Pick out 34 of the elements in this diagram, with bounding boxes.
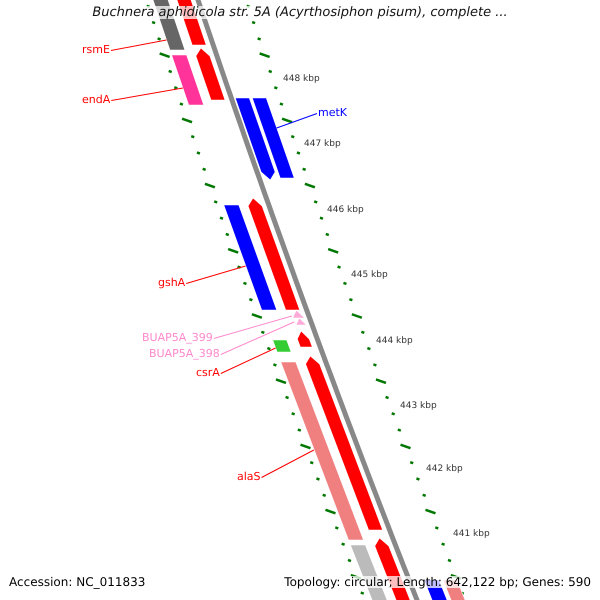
scale-label: 443 kbp — [400, 402, 437, 411]
gene-block — [223, 204, 278, 310]
scale-label: 441 kbp — [453, 530, 490, 539]
scale-label: 447 kbp — [304, 140, 341, 149]
leader-line — [276, 113, 318, 128]
gene-label: metK — [318, 107, 348, 118]
gene-block — [171, 54, 204, 106]
gene-label: alaS — [237, 471, 261, 482]
leader-line — [186, 266, 246, 284]
gene-label: BUAP5A_399 — [142, 332, 213, 343]
leader-line — [213, 316, 292, 339]
scale-label: 446 kbp — [327, 206, 364, 215]
gene-block — [280, 362, 364, 540]
accession-text: Accession: NC_011833 — [9, 576, 146, 588]
leader-line — [220, 322, 295, 355]
gene-block — [272, 340, 292, 352]
scale-label: 448 kbp — [283, 75, 320, 84]
scale-label: 442 kbp — [426, 465, 463, 474]
scale-label: 444 kbp — [376, 337, 413, 346]
gene-label: csrA — [196, 367, 220, 378]
scale-label: 445 kbp — [351, 271, 388, 280]
title: Buchnera aphidicola str. 5A (Acyrthosiphon pisum), complete ... — [92, 6, 508, 19]
gene-block — [252, 98, 295, 178]
gene-block — [292, 310, 305, 318]
gene-label: gshA — [158, 277, 186, 288]
gene-label: endA — [82, 94, 110, 105]
genome-summary-text: Topology: circular; Length: 642,122 bp; Genes: 590 — [284, 576, 591, 588]
leader-line — [261, 450, 314, 478]
leader-line — [220, 348, 276, 374]
gene-label: rsmE — [82, 44, 110, 55]
gene-block — [294, 318, 308, 328]
leader-line — [110, 88, 184, 101]
gene-label: BUAP5A_398 — [149, 348, 220, 359]
leader-line — [110, 40, 167, 51]
